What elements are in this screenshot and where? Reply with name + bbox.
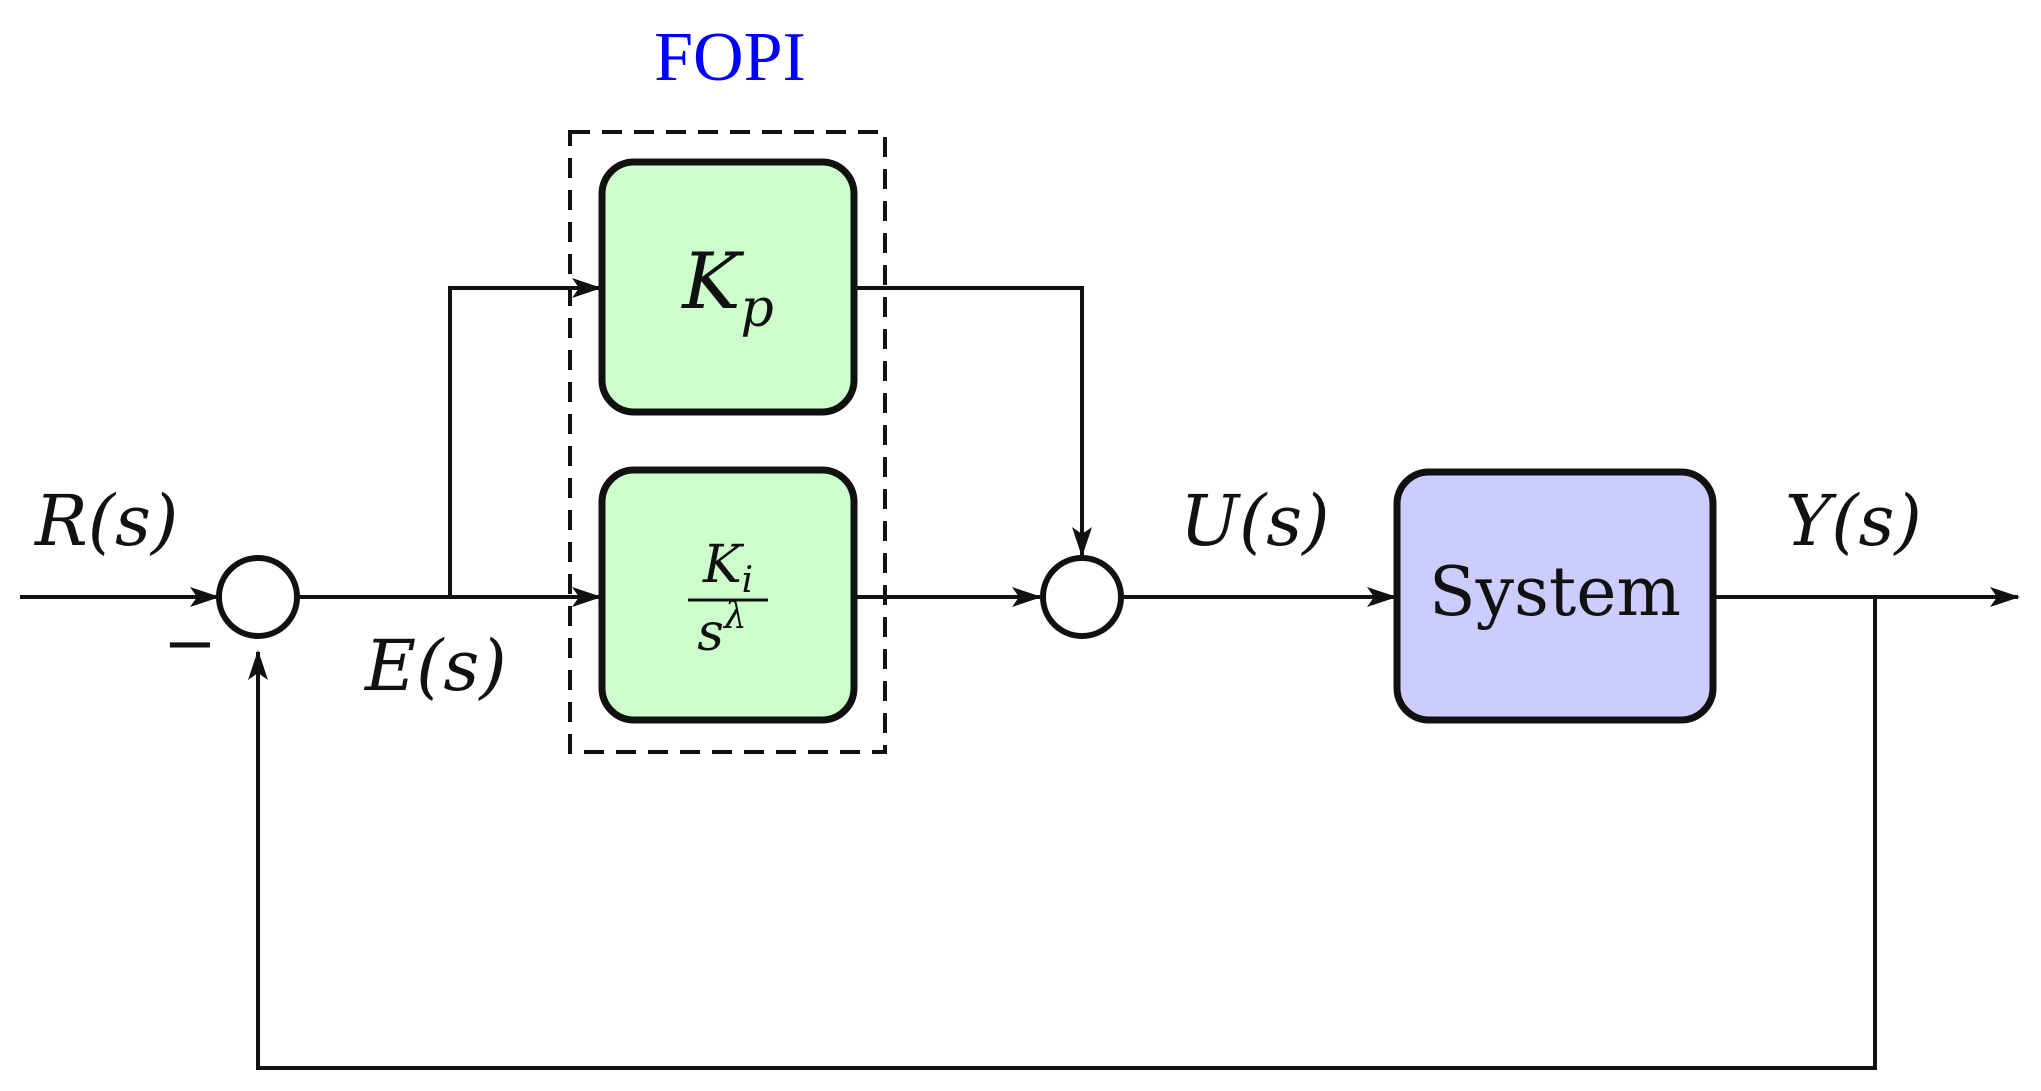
fopi-controller-boundary <box>568 130 887 754</box>
control-summing-junction <box>1040 555 1124 639</box>
feedback-wire <box>248 597 1877 1070</box>
error-summing-junction <box>216 555 300 639</box>
reference-signal-label: R(s) <box>33 480 178 562</box>
kp-label-base: K <box>680 237 745 327</box>
ki-denominator-superscript: λ <box>722 596 747 637</box>
ki-denominator-base: s <box>697 603 724 663</box>
ki-numerator-base: K <box>702 535 745 595</box>
system-label: System <box>1429 553 1681 632</box>
system-block-box <box>1393 468 1717 724</box>
system-block: System <box>1393 468 1717 724</box>
feedback-sign-label: − <box>163 607 217 681</box>
kp-block-box <box>598 158 858 416</box>
ki-numerator-subscript: i <box>742 560 754 601</box>
ki-numerator: Ki <box>702 535 753 601</box>
ki-block-box <box>598 466 858 724</box>
kp-label: Kp <box>680 237 774 339</box>
error-signal-label: E(s) <box>363 625 507 707</box>
error-to-kp-wire <box>448 278 602 597</box>
kp-to-sum-wire <box>855 286 1092 557</box>
kp-block: Kp <box>598 158 858 416</box>
ki-block: Ki sλ <box>598 466 858 724</box>
kp-label-subscript: p <box>740 279 773 339</box>
fopi-title: FOPI <box>654 19 806 96</box>
control-signal-label: U(s) <box>1180 480 1330 562</box>
output-signal-label: Y(s) <box>1785 480 1922 562</box>
ki-denominator: sλ <box>697 596 747 663</box>
